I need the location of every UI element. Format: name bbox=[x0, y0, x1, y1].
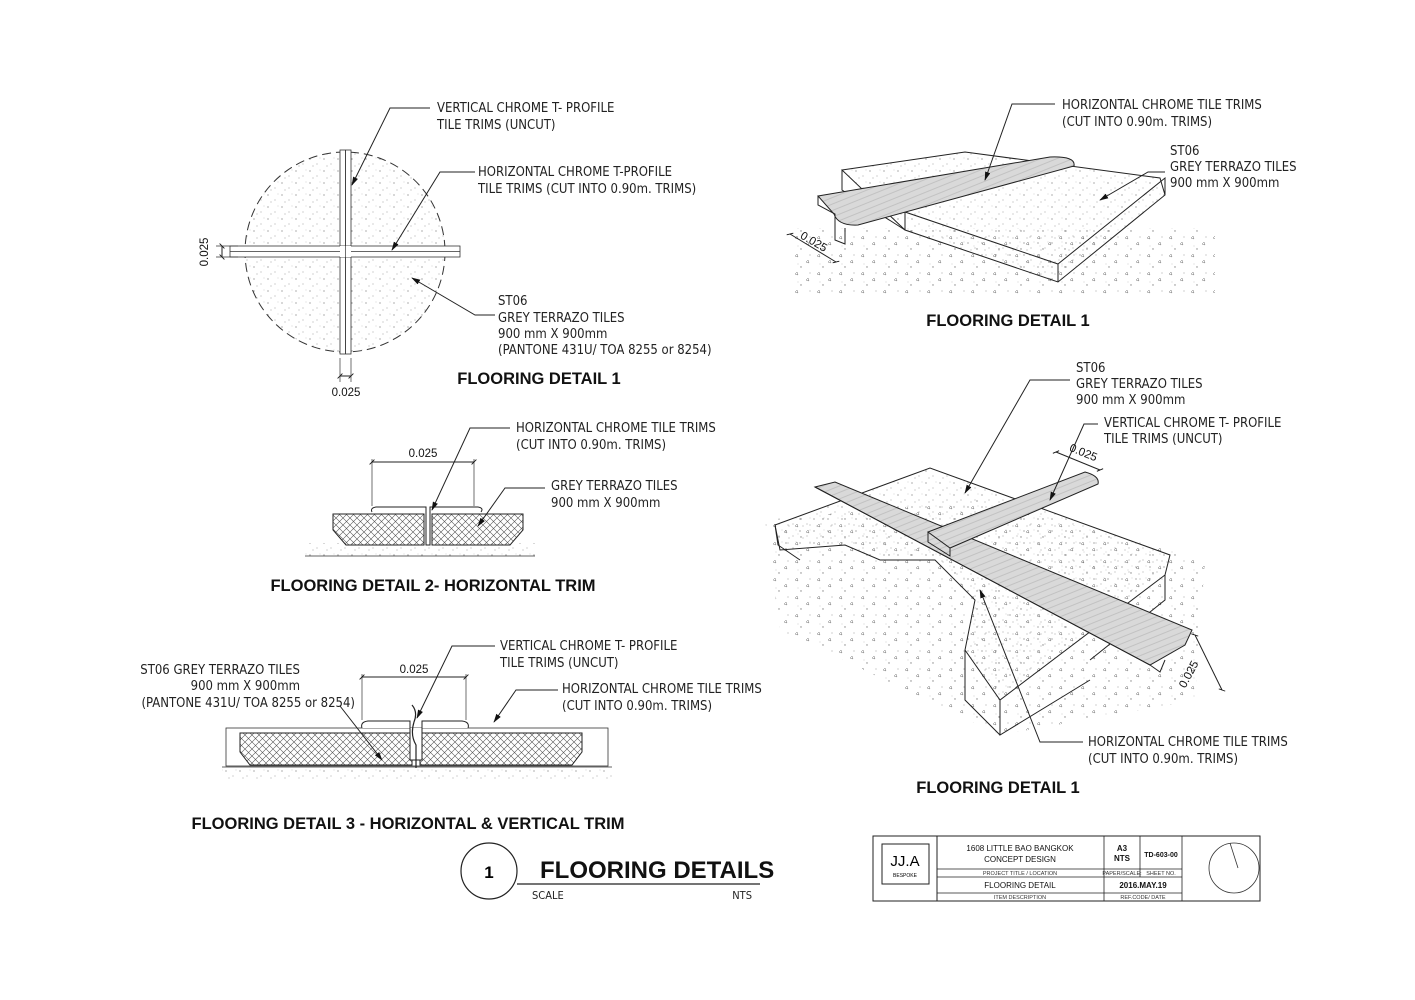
note-line: GREY TERRAZO TILES bbox=[551, 479, 678, 494]
project-caption: PROJECT TITLE / LOCATION bbox=[983, 871, 1057, 877]
dim-circle-bottom: 0.025 bbox=[332, 387, 361, 399]
note-line: 900 mm X 900mm bbox=[191, 679, 300, 694]
scale-label: SCALE bbox=[532, 889, 564, 902]
note-line: VERTICAL CHROME T- PROFILE bbox=[500, 639, 677, 654]
note-line: HORIZONTAL CHROME TILE TRIMS bbox=[1088, 735, 1288, 750]
note-line: ST06 bbox=[498, 294, 527, 309]
company-logo bbox=[881, 843, 930, 885]
scale-value: NTS bbox=[732, 889, 752, 902]
sheet-caption: SHEET NO. bbox=[1146, 871, 1176, 877]
note-line: 900 mm X 900mm bbox=[498, 327, 607, 342]
note-line: TILE TRIMS (UNCUT) bbox=[499, 656, 618, 671]
sheet-number: TD-603-00 bbox=[1144, 852, 1178, 859]
note-d3-horizontal: HORIZONTAL CHROME TILE TRIMS (CUT INTO 0… bbox=[562, 682, 762, 714]
project-title-line-2: CONCEPT DESIGN bbox=[984, 855, 1056, 864]
note-line: TILE TRIMS (UNCUT) bbox=[436, 118, 555, 133]
note-line: GREY TERRAZO TILES bbox=[1076, 377, 1203, 392]
note-line: (PANTONE 431U/ TOA 8255 or 8254) bbox=[498, 343, 712, 358]
drawing-title-block bbox=[460, 842, 760, 900]
detail-circle-plan bbox=[216, 107, 495, 382]
title-iso-top: FLOORING DETAIL 1 bbox=[926, 312, 1089, 330]
note-line: HORIZONTAL CHROME T-PROFILE bbox=[478, 165, 672, 180]
title-block bbox=[872, 835, 1261, 902]
note-line: (PANTONE 431U/ TOA 8255 or 8254) bbox=[141, 696, 355, 711]
note-circle-vertical: VERTICAL CHROME T- PROFILE TILE TRIMS (U… bbox=[436, 101, 614, 133]
north-arrow-needle bbox=[1229, 842, 1239, 869]
note-line: (CUT INTO 0.90m. TRIMS) bbox=[516, 438, 666, 453]
note-line: TILE TRIMS (CUT INTO 0.90m. TRIMS) bbox=[477, 182, 696, 197]
drawing-title: FLOORING DETAILS bbox=[540, 857, 774, 884]
dim-detail-2: 0.025 bbox=[409, 448, 438, 460]
north-arrow-circle bbox=[1208, 842, 1260, 894]
note-line: ST06 bbox=[1170, 144, 1199, 159]
title-iso-bottom: FLOORING DETAIL 1 bbox=[916, 779, 1079, 797]
note-line: GREY TERRAZO TILES bbox=[498, 311, 625, 326]
paper-caption: PAPER/SCALE: bbox=[1102, 871, 1142, 877]
item-caption: ITEM DESCRIPTION bbox=[994, 895, 1046, 901]
drawing-date: 2016.MAY.19 bbox=[1119, 881, 1167, 890]
iso-top-view bbox=[786, 103, 1215, 295]
note-d3-vertical: VERTICAL CHROME T- PROFILE TILE TRIMS (U… bbox=[499, 639, 677, 671]
note-line: (CUT INTO 0.90m. TRIMS) bbox=[562, 699, 712, 714]
title-circle-detail: FLOORING DETAIL 1 bbox=[457, 370, 620, 388]
note-iso-bottom-vertical: VERTICAL CHROME T- PROFILE TILE TRIMS (U… bbox=[1103, 416, 1281, 447]
note-circle-tile: ST06 GREY TERRAZO TILES 900 mm X 900mm (… bbox=[498, 294, 712, 358]
drawing-number-circle bbox=[460, 842, 518, 900]
note-line: ST06 bbox=[1076, 361, 1105, 376]
drawing-number: 1 bbox=[484, 863, 493, 882]
title-detail-3: FLOORING DETAIL 3 - HORIZONTAL & VERTICA… bbox=[192, 815, 625, 833]
logo-text: JJ.A bbox=[890, 853, 919, 870]
note-d2-tile: GREY TERRAZO TILES 900 mm X 900mm bbox=[551, 479, 678, 511]
note-iso-top-trim: HORIZONTAL CHROME TILE TRIMS (CUT INTO 0… bbox=[1062, 98, 1262, 130]
note-iso-bottom-horizontal: HORIZONTAL CHROME TILE TRIMS (CUT INTO 0… bbox=[1088, 735, 1288, 767]
note-line: HORIZONTAL CHROME TILE TRIMS bbox=[516, 421, 716, 436]
note-line: TILE TRIMS (UNCUT) bbox=[1103, 432, 1222, 447]
note-d2-trim: HORIZONTAL CHROME TILE TRIMS (CUT INTO 0… bbox=[516, 421, 716, 453]
note-line: VERTICAL CHROME T- PROFILE bbox=[437, 101, 614, 116]
note-line: HORIZONTAL CHROME TILE TRIMS bbox=[562, 682, 762, 697]
dim-detail-3: 0.025 bbox=[400, 664, 429, 676]
note-line: 900 mm X 900mm bbox=[1076, 393, 1185, 408]
note-d3-left: ST06 GREY TERRAZO TILES 900 mm X 900mm (… bbox=[140, 663, 355, 711]
note-line: (CUT INTO 0.90m. TRIMS) bbox=[1088, 752, 1238, 767]
logo-subtext: BESPOKE bbox=[893, 873, 918, 879]
note-line: GREY TERRAZO TILES bbox=[1170, 160, 1297, 175]
note-circle-horizontal: HORIZONTAL CHROME T-PROFILE TILE TRIMS (… bbox=[477, 165, 696, 197]
note-line: HORIZONTAL CHROME TILE TRIMS bbox=[1062, 98, 1262, 113]
detail-2-section bbox=[305, 427, 545, 557]
note-line: ST06 GREY TERRAZO TILES bbox=[140, 663, 300, 678]
paper-scale: NTS bbox=[1114, 854, 1131, 863]
note-line: (CUT INTO 0.90m. TRIMS) bbox=[1062, 115, 1212, 130]
dim-circle-left: 0.025 bbox=[199, 238, 211, 267]
detail-3-section bbox=[222, 645, 612, 779]
date-caption: REF.CODE/ DATE bbox=[1120, 895, 1165, 901]
note-iso-bottom-tile: ST06 GREY TERRAZO TILES 900 mm X 900mm bbox=[1076, 361, 1203, 408]
project-title-line-1: 1608 LITTLE BAO BANGKOK bbox=[966, 844, 1074, 853]
note-line: 900 mm X 900mm bbox=[1170, 176, 1279, 191]
note-iso-top-tile: ST06 GREY TERRAZO TILES 900 mm X 900mm bbox=[1170, 144, 1297, 191]
title-detail-2: FLOORING DETAIL 2- HORIZONTAL TRIM bbox=[270, 577, 595, 595]
paper-size: A3 bbox=[1117, 844, 1128, 853]
note-line: 900 mm X 900mm bbox=[551, 496, 660, 511]
item-description: FLOORING DETAIL bbox=[984, 881, 1056, 890]
iso-bottom-view bbox=[765, 379, 1226, 743]
dim-iso-bottom-top: 0.025 bbox=[1068, 442, 1099, 464]
note-line: VERTICAL CHROME T- PROFILE bbox=[1104, 416, 1281, 431]
